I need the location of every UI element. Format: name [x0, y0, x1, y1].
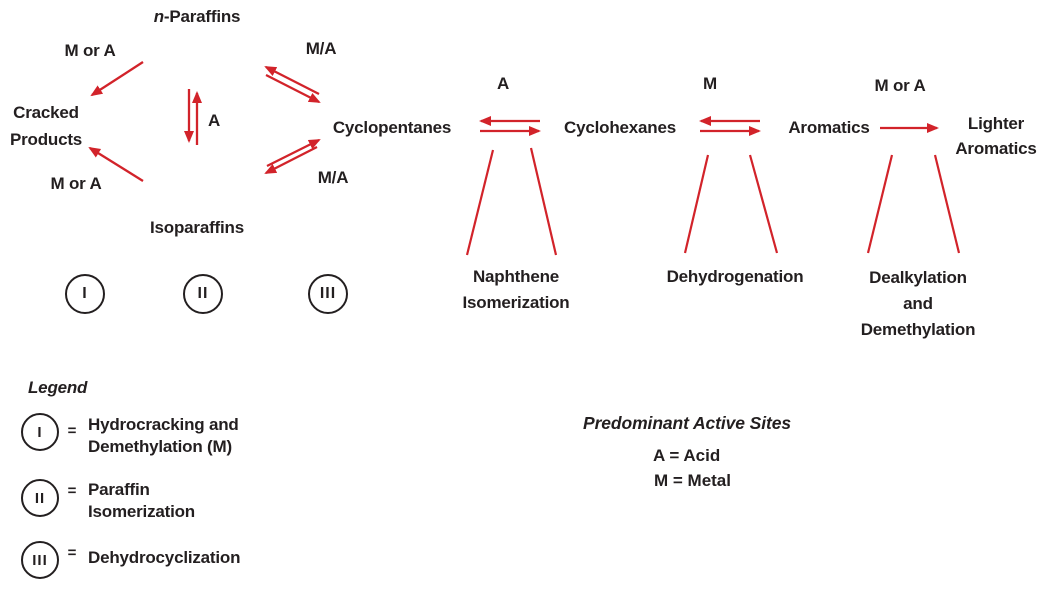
process-naphthene-isomerization: Naphthene Isomerization	[462, 267, 570, 312]
arrow-isoparaffins-to-cyclopentanes	[266, 138, 321, 168]
reaction-circle-ii: II	[183, 274, 223, 314]
legend-title: Legend	[28, 378, 88, 397]
site-label-m-eq2: M	[703, 74, 717, 93]
active-sites-metal: M = Metal	[654, 471, 731, 490]
site-label-m-or-a-top-left: M or A	[64, 41, 116, 60]
naphthene-isomerization-bracket	[465, 147, 558, 256]
node-lighter-aromatics: Lighter Aromatics	[955, 114, 1037, 158]
node-cyclopentanes: Cyclopentanes	[332, 118, 452, 137]
legend-eq-i: =	[67, 422, 77, 440]
legend-eq-ii: =	[67, 482, 77, 500]
process-dehydrogenation: Dehydrogenation	[666, 267, 804, 286]
legend-item-i-text: Hydrocracking and Demethylation (M)	[88, 415, 239, 456]
node-cyclohexanes: Cyclohexanes	[564, 118, 676, 137]
legend-item-ii-text: Paraffin Isomerization	[88, 480, 195, 521]
process-dealkylation-demethylation: Dealkylation and Demethylation	[860, 268, 976, 339]
n-paraffins-italic-n: n	[153, 7, 164, 26]
arrow-cyclopentanes-to-isoparaffins	[264, 145, 318, 175]
legend-circle-ii: II	[21, 479, 59, 517]
node-isoparaffins: Isoparaffins	[150, 218, 244, 237]
roman-numeral-ii: II	[197, 285, 209, 302]
arrow-nparaffins-to-cyclopentanes	[265, 73, 321, 104]
reaction-circle-iii: III	[308, 274, 348, 314]
active-sites-acid: A = Acid	[653, 446, 721, 465]
site-label-a-eq1: A	[496, 74, 510, 93]
legend-item-iii-text: Dehydrocyclization	[88, 548, 241, 567]
site-label-m-or-a-right: M or A	[874, 76, 926, 95]
n-paraffins-rest: -Paraffins	[163, 7, 241, 26]
roman-numeral-i: I	[82, 285, 88, 302]
legend-circle-iii: III	[21, 541, 59, 579]
node-n-paraffins: n-Paraffins	[154, 4, 241, 30]
site-label-a-center: A	[207, 111, 221, 130]
arrow-nparaffins-to-cracked	[90, 61, 144, 97]
node-cracked-products: Cracked Products	[9, 103, 83, 149]
site-label-ma-top: M/A	[305, 39, 337, 58]
site-label-m-or-a-bottom-left: M or A	[50, 174, 102, 193]
dealkylation-demethylation-bracket	[866, 154, 961, 254]
dehydrogenation-bracket	[683, 154, 779, 254]
legend-eq-iii: =	[67, 544, 77, 562]
arrow-cyclopentanes-to-nparaffins	[264, 65, 320, 96]
node-aromatics: Aromatics	[788, 118, 870, 137]
reaction-circle-i: I	[65, 274, 105, 314]
roman-numeral-iii: III	[319, 285, 337, 302]
site-label-ma-bottom: M/A	[317, 168, 349, 187]
legend-circle-i: I	[21, 413, 59, 451]
active-sites-title: Predominant Active Sites	[583, 413, 791, 433]
